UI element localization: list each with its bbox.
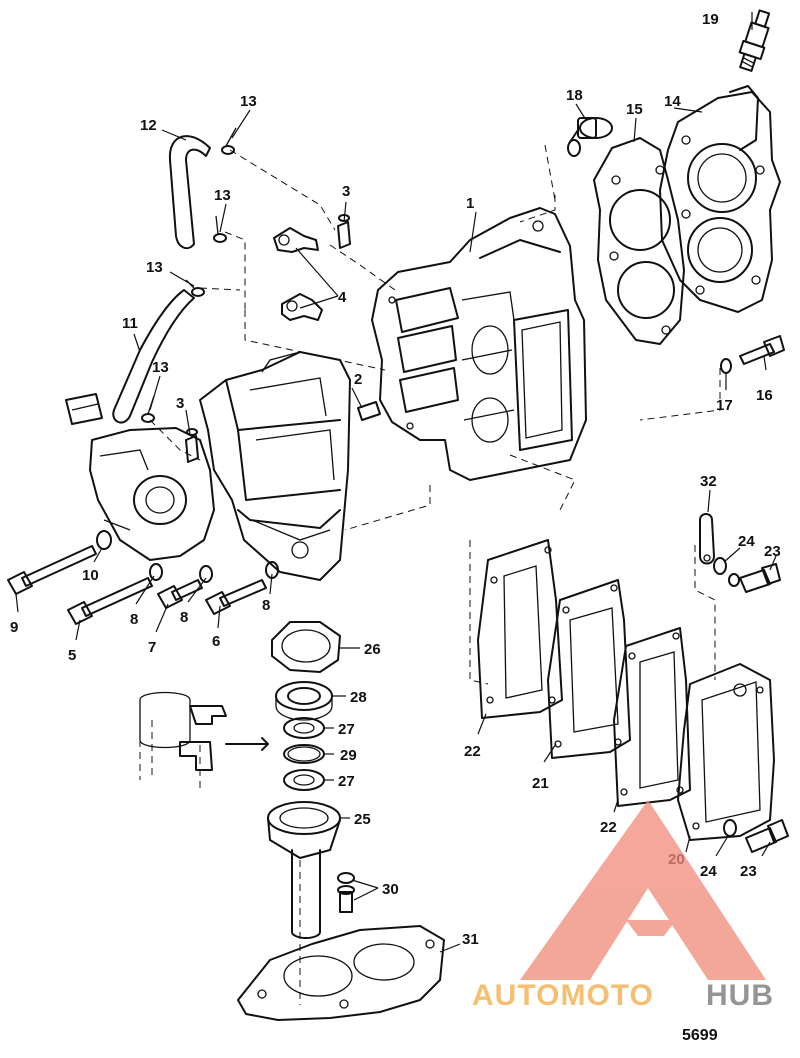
- hose-lower: [112, 289, 195, 424]
- callout-6: 6: [212, 633, 220, 650]
- callout-3: 3: [176, 395, 184, 412]
- lower-bearing-housing: [267, 801, 341, 939]
- callout-22: 22: [464, 743, 481, 760]
- callout-31: 31: [462, 931, 479, 948]
- logo-inner-mark: [606, 916, 690, 980]
- callout-2: 2: [354, 371, 362, 388]
- callout-7: 7: [148, 639, 156, 656]
- head-bolt: [720, 335, 785, 374]
- dowel-pin: [357, 401, 381, 421]
- callout-23: 23: [740, 863, 757, 880]
- callout-25: 25: [354, 811, 371, 828]
- callout-8: 8: [130, 611, 138, 628]
- temperature-sender: [567, 117, 613, 157]
- logo-stripe: [626, 920, 676, 936]
- base-gasket: [237, 925, 445, 1021]
- logo-triangle-icon: [520, 800, 766, 980]
- callout-24: 24: [700, 863, 717, 880]
- oil-seal-large: [275, 681, 333, 721]
- callout-28: 28: [350, 689, 367, 706]
- callout-13: 13: [214, 187, 231, 204]
- callout-21: 21: [532, 775, 549, 792]
- housing-screw: [337, 872, 355, 913]
- watermark-text-accent: HUB: [706, 979, 774, 1012]
- callout-4: 4: [338, 289, 347, 306]
- callout-18: 18: [566, 87, 583, 104]
- callout-8: 8: [262, 597, 270, 614]
- callout-12: 12: [140, 117, 157, 134]
- intake-manifold: [65, 393, 215, 561]
- callout-13: 13: [240, 93, 257, 110]
- callout-leaders: [15, 12, 777, 953]
- watermark-logo: [520, 800, 766, 980]
- callout-16: 16: [756, 387, 773, 404]
- elbow-fitting-lower: [281, 293, 323, 321]
- callout-26: 26: [364, 641, 381, 658]
- exhaust-gasket-outer: [613, 627, 691, 807]
- callout-9: 9: [10, 619, 18, 636]
- callout-19: 19: [702, 11, 719, 28]
- hose-upper: [168, 135, 211, 250]
- o-ring: [283, 744, 325, 764]
- callout-32: 32: [700, 473, 717, 490]
- callout-27: 27: [338, 773, 355, 790]
- callout-17: 17: [716, 397, 733, 414]
- callout-10: 10: [82, 567, 99, 584]
- callout-3: 3: [342, 183, 350, 200]
- anode-bracket: [699, 513, 781, 593]
- cylinder-block: [371, 207, 587, 481]
- callout-numbers: 1 2 3 3 4 5 6 7 8 8 8 9 10 11 12 13 13 1…: [10, 11, 781, 948]
- callout-13: 13: [152, 359, 169, 376]
- fitting-lower: [185, 428, 199, 463]
- elbow-fitting-upper: [273, 227, 319, 253]
- callout-15: 15: [626, 101, 643, 118]
- callout-14: 14: [664, 93, 681, 110]
- outer-exhaust-cover: [677, 663, 789, 853]
- oil-seal-small-lower: [283, 769, 325, 791]
- spark-plug: [738, 9, 771, 72]
- callout-30: 30: [382, 881, 399, 898]
- exhaust-gasket-inner: [477, 539, 563, 719]
- callout-23: 23: [764, 543, 781, 560]
- cylinder-head: [659, 85, 781, 313]
- callout-13: 13: [146, 259, 163, 276]
- callout-27: 27: [338, 721, 355, 738]
- callout-29: 29: [340, 747, 357, 764]
- callout-11: 11: [122, 315, 138, 332]
- crankcase-cover: [199, 351, 351, 581]
- callout-8: 8: [180, 609, 188, 626]
- callout-24: 24: [738, 533, 755, 550]
- figure-code: 5699: [682, 1027, 718, 1044]
- head-gasket: [593, 137, 685, 345]
- callout-5: 5: [68, 647, 76, 664]
- oil-seal-small-upper: [283, 717, 325, 739]
- crankcase-bolts: [7, 530, 279, 625]
- watermark-text-main: AUTOMOTO: [472, 979, 654, 1012]
- seal-gasket: [271, 621, 341, 673]
- callout-1: 1: [466, 195, 474, 212]
- exhaust-cover-plate: [547, 579, 631, 759]
- callout-22: 22: [600, 819, 617, 836]
- seal-detail-inset: [139, 691, 269, 780]
